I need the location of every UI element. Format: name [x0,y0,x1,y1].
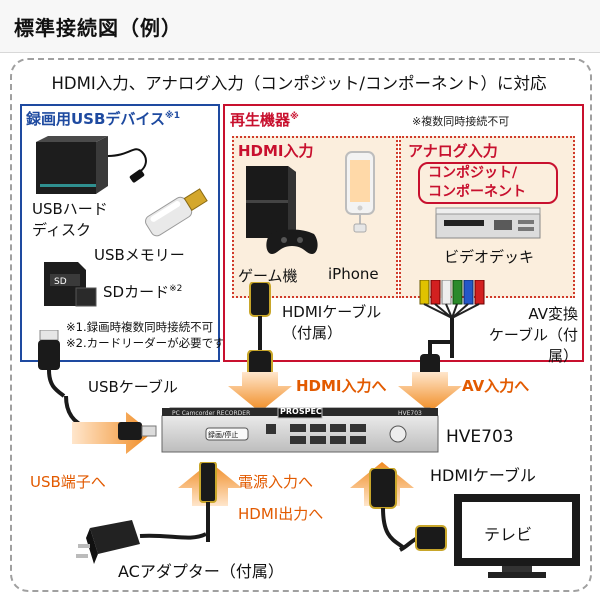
usb-note-2: ※2.カードリーダーが必要です [66,336,225,350]
usb-port-arrow-label: USB端子へ [30,473,106,491]
power-plug-icon [199,462,217,542]
hdmi-in-arrow [228,372,292,412]
usb-hdd-icon [36,136,147,194]
rca-plugs-icon [419,280,485,319]
sd-card-icon: SD [44,262,97,307]
game-controller-icon [266,229,318,254]
hdmi-cable-plug-top-icon [249,282,271,342]
svg-text:SD: SD [54,277,67,287]
hdmi-out-arrow-label: HDMI出力へ [238,505,324,523]
usb-plug-icon [118,422,157,440]
tv-hdmi-plug-icon [399,525,447,552]
device-record-button-label: 録画/停止 [208,431,239,439]
power-in-arrow-label: 電源入力へ [238,473,314,491]
av-cable-bend [428,340,454,344]
playback-title: 再生機器※ [230,111,299,129]
hdmi-input-title: HDMI入力 [238,142,314,160]
ac-adapter-icon [76,520,207,564]
hdmi-in-cable [258,340,262,358]
hdmi-cable-out-label: HDMIケーブル [430,466,536,485]
hdmi-in-arrow-label: HDMI入力へ [296,377,387,395]
sd-card-label: SDカード※2 [103,283,183,301]
header-bar [0,0,600,53]
usb-devices-title: 録画用USBデバイス※1 [26,110,180,128]
usb-hdd-label: USBハードディスク [32,200,108,239]
analog-subtitle-line1: コンポジット/ [428,165,518,181]
hdmi-out-plug-icon [369,468,404,550]
analog-subtitle-line2: コンポーネント [428,184,526,200]
usb-note-1: ※1.録画時複数同時接続不可 [66,320,214,334]
vcr-icon [435,207,541,239]
hve703-device [161,407,439,453]
usb-cable-plug-icon [38,330,66,398]
av-cable [450,318,454,358]
iphone-icon [345,151,375,233]
game-console-label: ゲーム機 [238,267,298,285]
device-small-left: PC Camcorder RECORDER [172,410,251,417]
tv-label: テレビ [484,525,533,544]
analog-input-title: アナログ入力 [408,142,498,160]
tv-icon [454,494,580,578]
usb-memory-icon [145,188,208,237]
analog-subtitle-bracket [418,162,558,204]
page-title: 標準接続図（例） [14,16,182,40]
vcr-label: ビデオデッキ [444,248,535,266]
av-in-arrow [398,372,462,412]
playback-note: ※複数同時接続不可 [412,115,510,128]
device-model-label: HVE703 [446,427,514,447]
iphone-label: iPhone [328,265,379,283]
device-small-right: HVE703 [398,410,422,417]
av-cable-label: AV変換ケーブル（付属） [488,305,578,365]
usb-memory-label: USBメモリー [94,246,185,264]
av-in-arrow-label: AV入力へ [462,377,530,395]
device-brand: PROSPEC [280,407,322,416]
ac-adapter-label: ACアダプター（付属） [118,562,284,581]
usb-cable-label: USBケーブル [88,378,178,396]
diagram-subtitle: HDMI入力、アナログ入力（コンポジット/コンポーネント）に対応 [51,74,547,93]
hdmi-cable-in-label: HDMIケーブル（付属） [282,303,382,342]
game-console-icon [246,166,296,244]
